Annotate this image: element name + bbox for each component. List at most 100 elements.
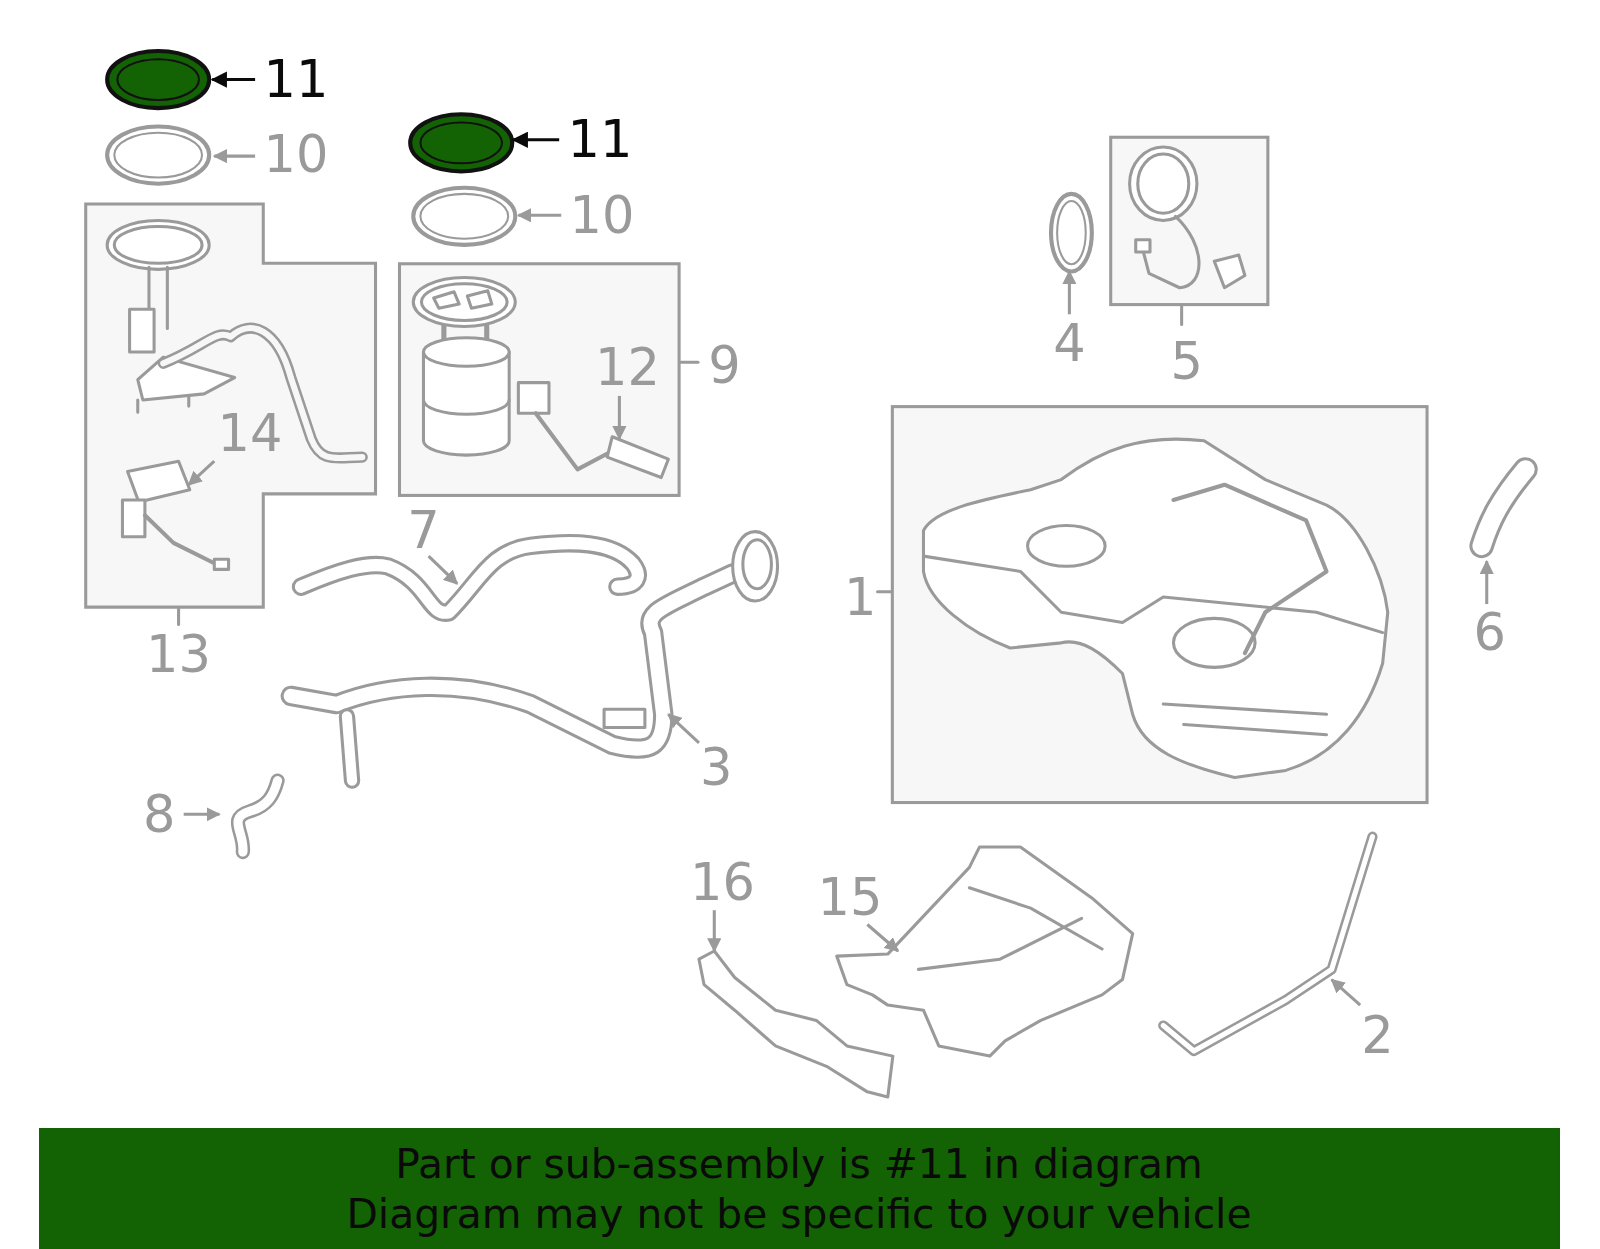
callout-arrow: [1068, 271, 1071, 314]
small-hose-inner: [238, 781, 278, 852]
callout-number: 11: [568, 114, 633, 165]
callout-number: 2: [1361, 1010, 1393, 1061]
box-ground: [398, 262, 681, 497]
pipe-clip: [604, 709, 645, 727]
filler-neck-inner: [743, 540, 772, 589]
callout-number: 6: [1474, 607, 1506, 658]
pump-ports: [434, 291, 492, 308]
sender-flange-inner: [114, 227, 202, 264]
box-ground: [891, 405, 1429, 804]
callout-arrow: [212, 78, 255, 81]
sensor-connector: [122, 500, 144, 537]
callout-number: 15: [818, 872, 883, 923]
leader-line: [681, 361, 698, 364]
sensor-wire: [145, 515, 216, 564]
box-ground: [1109, 136, 1269, 306]
fuel-tank: [923, 439, 1387, 777]
leader-line: [1180, 306, 1183, 324]
callout-arrow: [713, 910, 716, 951]
leader-line: [177, 609, 180, 624]
pump-band: [423, 400, 509, 414]
callout-arrow: [1332, 980, 1361, 1006]
caption-text: Part or sub-assembly is #11 in diagram: [395, 1138, 1202, 1188]
tank-opening: [1173, 618, 1255, 667]
sender-arm: [536, 413, 613, 469]
tether-clip: [1136, 240, 1150, 252]
callout-number: 11: [263, 54, 328, 105]
sender-base: [138, 357, 235, 400]
shield-ribs: [918, 888, 1102, 970]
callout-number: 8: [143, 789, 175, 840]
tank-strap-inner: [1163, 837, 1372, 1051]
filler-seal: [1051, 194, 1092, 272]
fuel-cap: [1130, 147, 1197, 220]
callout-arrow: [184, 813, 220, 816]
sender-float: [607, 437, 668, 478]
callout-number: 4: [1053, 318, 1085, 369]
pump-flange: [413, 278, 515, 327]
filler-neck: [733, 532, 778, 601]
tank-tube: [1173, 485, 1326, 653]
level-sensor: [128, 461, 190, 502]
callout-arrow: [189, 461, 215, 484]
tank-strap: [1163, 837, 1372, 1051]
lock-ring-inner: [117, 59, 199, 100]
filler-seal-inner: [1057, 201, 1086, 264]
fuel-cap-inner: [1138, 154, 1189, 213]
callout-arrow: [513, 138, 559, 141]
gasket-inner: [420, 194, 508, 239]
filler-pipe-inner: [291, 573, 733, 748]
filler-branch: [347, 716, 352, 780]
callout-arrow: [214, 155, 255, 158]
filler-pipe: [291, 573, 733, 748]
grommet: [1214, 255, 1245, 288]
vapor-hose: [301, 543, 638, 613]
callout-number: 5: [1171, 336, 1203, 387]
sender-bracket: [130, 309, 154, 352]
sender-flange: [107, 220, 209, 269]
tank-opening: [1028, 526, 1106, 567]
callout-number: 12: [595, 342, 660, 393]
parts-group-box: 13: [86, 204, 376, 607]
box-ground: [86, 204, 376, 607]
box-outline: [86, 204, 376, 607]
drawing-part: [184, 80, 1487, 1006]
gasket: [107, 127, 209, 184]
callout-arrow: [668, 714, 699, 743]
sender-legs: [138, 396, 189, 412]
vent-hose-inner: [1482, 469, 1526, 546]
sender-connector: [518, 383, 549, 414]
lock-ring: [410, 114, 512, 171]
parts-group-box: 1: [891, 405, 1429, 804]
callout-arrow: [1485, 561, 1488, 604]
filler-branch-inner: [347, 716, 352, 780]
gasket-inner: [114, 133, 202, 178]
callout-number: 7: [407, 505, 439, 556]
callout-number: 9: [708, 340, 740, 391]
callout-arrow: [867, 924, 898, 951]
callout-number: 10: [263, 130, 328, 181]
vent-hose: [1482, 469, 1526, 546]
callout-number: 13: [146, 630, 211, 681]
caption-text: Diagram may not be specific to your vehi…: [346, 1188, 1251, 1238]
pump-top: [423, 338, 509, 367]
lock-ring-inner: [420, 122, 502, 163]
tank-seam: [923, 556, 1382, 633]
vapor-hose-inner: [301, 543, 638, 613]
lock-ring: [107, 51, 209, 108]
callout-number: 3: [700, 742, 732, 793]
leader-line: [878, 590, 891, 593]
drawing-part: [107, 51, 1525, 1097]
box-outline-shape: [86, 204, 376, 607]
sensor-plug: [214, 559, 228, 569]
callout-arrow: [618, 396, 621, 439]
callout-arrow: [518, 214, 561, 217]
callout-number: 16: [690, 857, 755, 908]
caption-band: Part or sub-assembly is #11 in diagramDi…: [39, 1128, 1559, 1249]
pump-flange-inner: [421, 284, 507, 321]
callout-arrow: [429, 556, 458, 584]
callout-number: 14: [218, 408, 283, 459]
